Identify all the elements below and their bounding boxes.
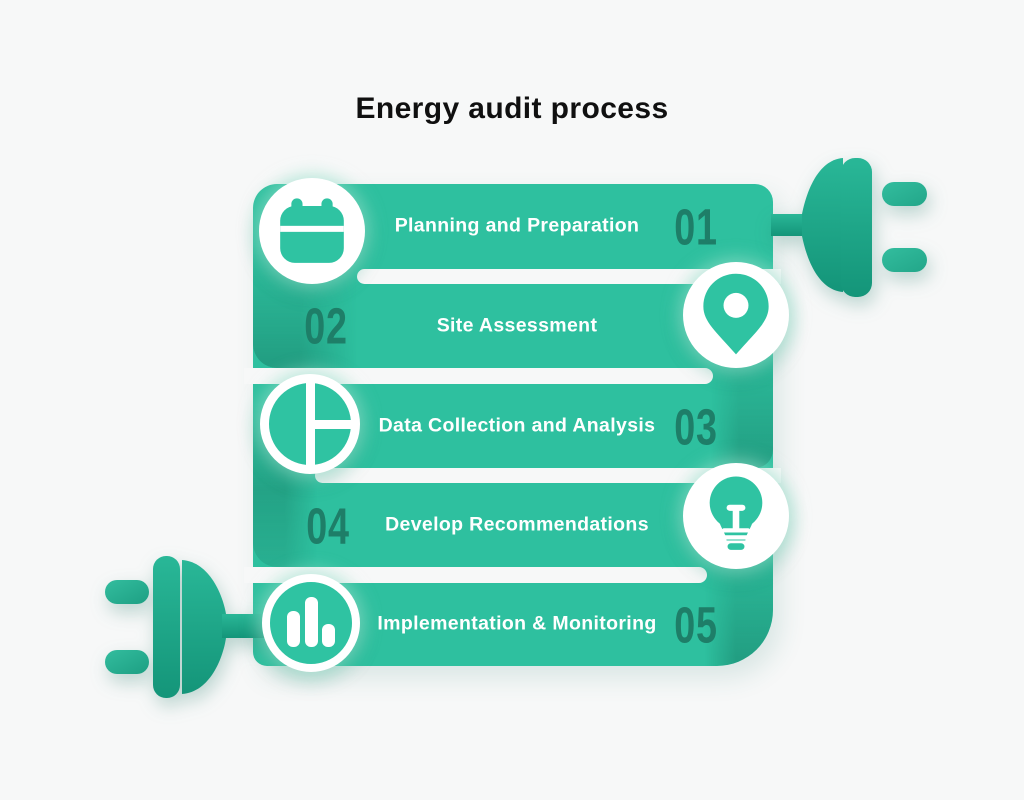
step-3-label: Data Collection and Analysis bbox=[378, 414, 656, 437]
step-3-badge bbox=[260, 374, 360, 474]
step-1-badge bbox=[259, 178, 365, 284]
step-1-number: 01 bbox=[674, 198, 718, 256]
ribbon-gap bbox=[244, 368, 713, 384]
step-5-number: 05 bbox=[674, 596, 718, 654]
step-2-badge bbox=[683, 262, 789, 368]
ribbon-gap bbox=[244, 567, 707, 583]
step-4-number: 04 bbox=[306, 497, 350, 555]
step-5-badge bbox=[262, 574, 360, 672]
step-3-number: 03 bbox=[674, 398, 718, 456]
page-title: Energy audit process bbox=[355, 92, 669, 125]
bar-medium bbox=[287, 611, 300, 647]
power-plug-icon bbox=[771, 158, 927, 297]
bar-short bbox=[322, 624, 335, 647]
ribbon-gap bbox=[357, 268, 781, 284]
pie-chart-icon bbox=[269, 379, 355, 469]
bar-chart-icon bbox=[287, 597, 335, 647]
step-2-number: 02 bbox=[304, 297, 348, 355]
lightbulb-icon bbox=[709, 476, 763, 550]
location-pin-icon bbox=[703, 273, 769, 355]
step-4-badge bbox=[683, 463, 789, 569]
power-plug-icon bbox=[105, 556, 273, 698]
bar-tall bbox=[304, 597, 318, 647]
step-4-label: Develop Recommendations bbox=[385, 513, 649, 536]
step-5-label: Implementation & Monitoring bbox=[377, 612, 657, 635]
ribbon-gap bbox=[315, 467, 781, 483]
step-1-label: Planning and Preparation bbox=[394, 214, 640, 237]
step-2-label: Site Assessment bbox=[436, 314, 598, 337]
pie-divider-horizontal bbox=[310, 419, 355, 429]
calendar-icon bbox=[280, 198, 344, 263]
